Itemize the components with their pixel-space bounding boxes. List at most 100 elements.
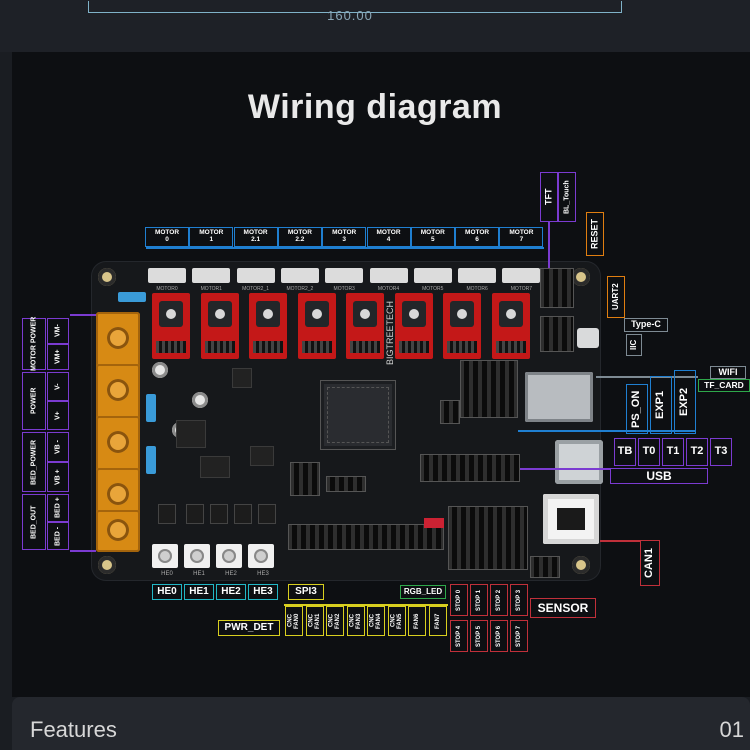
chip — [200, 456, 230, 478]
wifi-label: WIFI — [710, 366, 746, 379]
motor-lead — [146, 247, 544, 249]
motor-power-group-label: MOTOR POWER — [22, 317, 46, 371]
bl-touch-label: BL_Touch — [558, 172, 576, 222]
mcu-chip — [320, 380, 396, 450]
stop-label-6: STOP 6 — [490, 620, 508, 652]
bed-out-group-label: BED_OUT — [22, 494, 46, 550]
t1-label: T1 — [662, 438, 684, 466]
tf-card-lead — [596, 376, 698, 378]
rgb-led-header — [424, 518, 444, 528]
bed-pos-label: BED + — [47, 494, 69, 522]
power-terminal — [96, 312, 140, 368]
tft-header — [540, 268, 574, 308]
t3-label: T3 — [710, 438, 732, 466]
fan-label-7: FAN7 — [428, 606, 447, 636]
motor-connector: MOTOR0 — [148, 268, 186, 292]
capacitor — [152, 362, 168, 378]
mount-hole — [572, 268, 590, 286]
motor-connector: MOTOR2_1 — [236, 268, 275, 292]
mount-hole — [98, 268, 116, 286]
usb-port — [555, 440, 603, 484]
motor-label-line2: 6 — [475, 236, 479, 243]
spi3-label: SPI3 — [288, 584, 324, 600]
stop-label-2: STOP 2 — [490, 584, 508, 616]
sensor-label: SENSOR — [530, 598, 596, 618]
chip — [250, 446, 274, 466]
temp-headers — [420, 454, 520, 482]
motor-label-line1: MOTOR — [509, 229, 534, 237]
vm-neg-label: VM- — [47, 318, 69, 344]
header — [326, 476, 366, 492]
features-bar[interactable]: Features 01 — [12, 697, 750, 750]
stop-label-3: STOP 3 — [510, 584, 528, 616]
tf-card-label: TF_CARD — [698, 379, 750, 392]
fuse — [146, 446, 156, 474]
exp-lead — [518, 430, 696, 432]
motor-silk-label: MOTOR4 — [377, 286, 400, 292]
stepper-driver — [200, 293, 239, 359]
heater-terminal — [216, 544, 242, 568]
stepper-driver — [346, 293, 384, 359]
motor-label-line1: MOTOR — [154, 229, 180, 237]
stop-label-5: STOP 5 — [470, 620, 488, 652]
motor-label-line1: MOTOR — [243, 229, 268, 237]
bed-neg-label: BED - — [47, 522, 69, 550]
heater-label-2: HE2 — [216, 584, 246, 600]
ps-on-header — [440, 400, 460, 424]
vb-pos-label: VB + — [47, 462, 69, 492]
bed-power-group-label: BED_POWER — [22, 432, 46, 492]
temp-lead — [520, 468, 610, 470]
motor-silk-label: MOTOR1 — [200, 286, 222, 292]
motor-label-line2: 1 — [209, 236, 214, 243]
heater-terminal — [184, 544, 210, 568]
pwr-det-label: PWR_DET — [218, 620, 280, 636]
motor-silk-label: MOTOR0 — [156, 286, 178, 292]
vb-neg-label: VB - — [47, 432, 69, 462]
top-strip: 160.00 — [0, 0, 750, 52]
stop-label-4: STOP 4 — [450, 620, 468, 652]
fuse — [146, 394, 156, 422]
reset-label: RESET — [586, 212, 604, 256]
motor-label-line2: 2.2 — [295, 236, 305, 243]
power-terminal — [96, 510, 140, 552]
motor-label-line2: 2.1 — [251, 236, 261, 243]
stepper-driver — [297, 293, 336, 359]
tb-label: TB — [614, 438, 636, 466]
t2-label: T2 — [686, 438, 708, 466]
heater-silk: HE2 — [225, 571, 237, 577]
regulator-chip — [176, 420, 206, 448]
exp2-label: EXP2 — [674, 370, 696, 434]
motor-silk-label: MOTOR7 — [510, 286, 533, 292]
motor-connector: MOTOR6 — [458, 268, 497, 292]
features-label: Features — [30, 717, 117, 742]
tf-card-slot — [525, 372, 593, 422]
motor-silk-label: MOTOR3 — [333, 286, 355, 292]
fuse — [118, 292, 146, 302]
uart2-label: UART2 — [607, 276, 625, 318]
t0-label: T0 — [638, 438, 660, 466]
capacitor — [192, 392, 208, 408]
tft-lead — [548, 222, 550, 268]
power-lead — [70, 314, 96, 316]
chip — [232, 368, 252, 388]
usb-label: USB — [610, 468, 708, 484]
motor-label-line2: 3 — [342, 236, 346, 243]
motor-label-line1: MOTOR — [332, 229, 357, 237]
stop-label-1: STOP 1 — [470, 584, 488, 616]
type-c-label: Type-C — [624, 318, 668, 332]
motor-silk-label: MOTOR2_1 — [242, 286, 270, 292]
exp-headers — [460, 360, 518, 418]
fan-headers — [288, 524, 444, 550]
sensor-header — [530, 556, 560, 578]
fan-label-2: CNC FAN2 — [326, 606, 344, 636]
power-terminal — [96, 416, 140, 472]
motor-label-line2: 7 — [519, 236, 524, 243]
motor-connector: MOTOR4 — [369, 268, 408, 292]
